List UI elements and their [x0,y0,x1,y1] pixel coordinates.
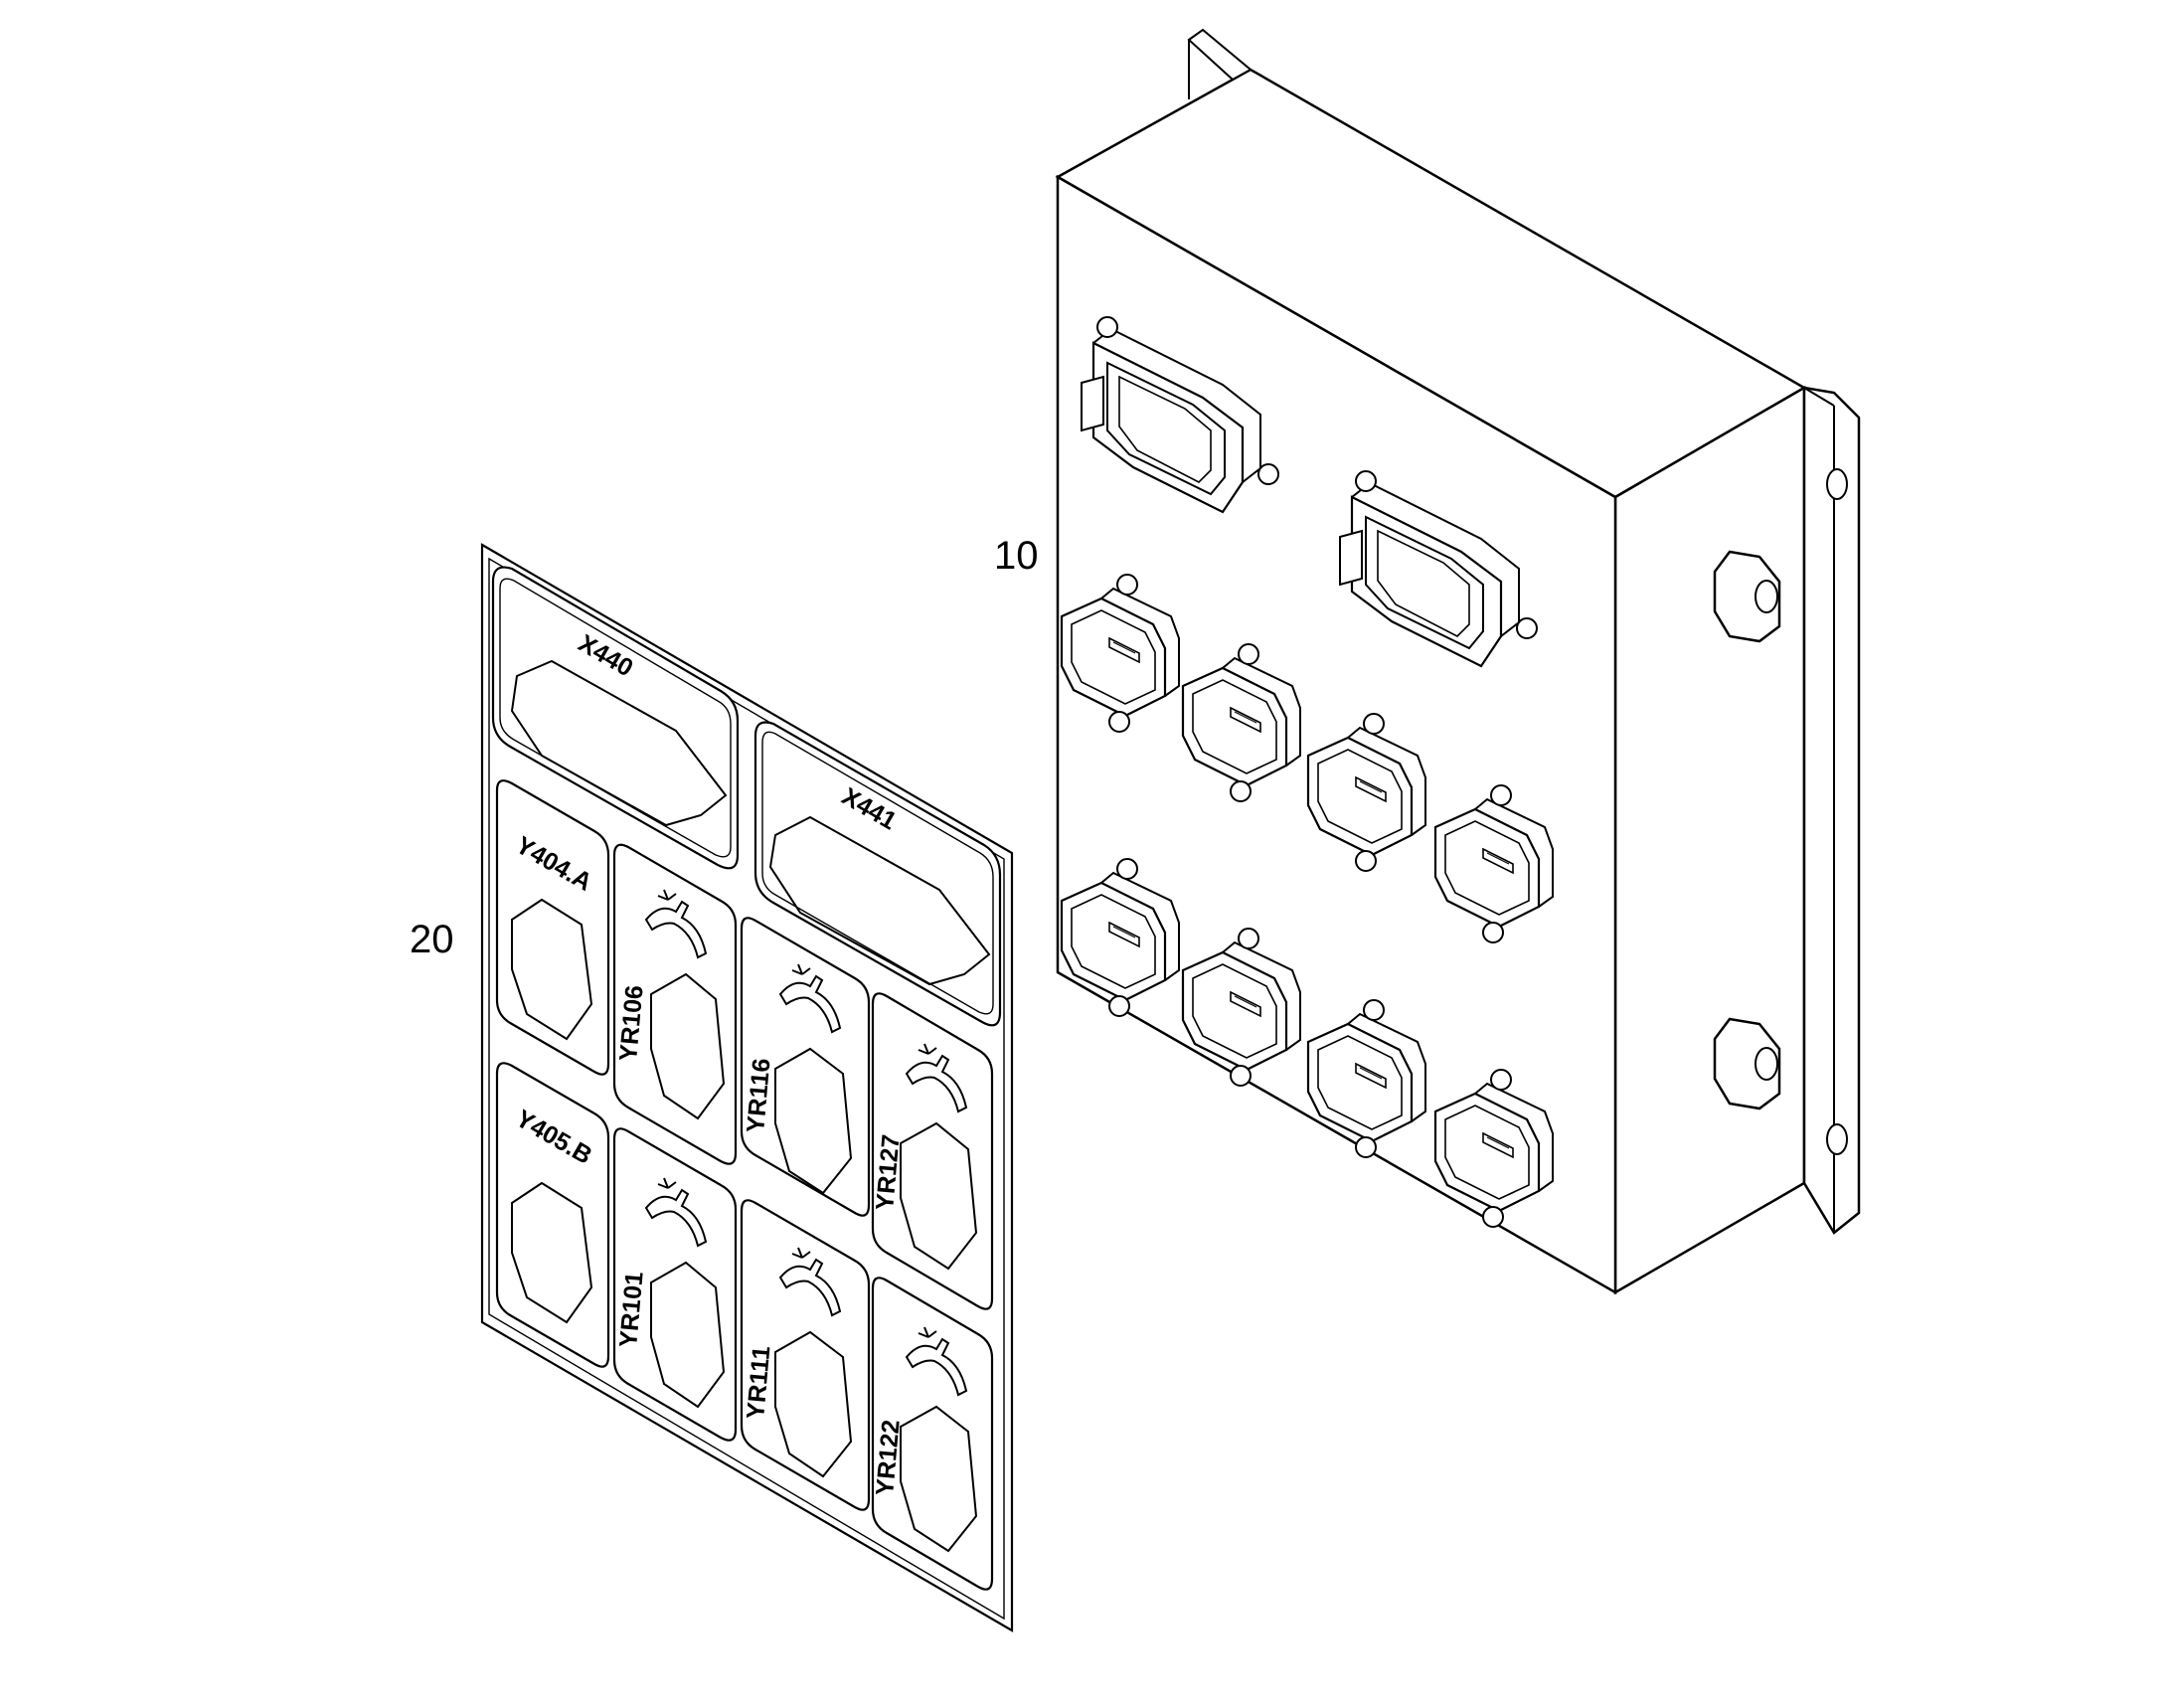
callout-20: 20 [410,918,454,961]
label-yr111: YR111 [742,1345,775,1421]
enclosure-box [1055,28,1861,1295]
label-yr127: YR127 [871,1133,906,1212]
label-yr101: YR101 [614,1271,649,1349]
callout-10: 10 [994,534,1039,578]
label-yr106: YR106 [614,984,649,1063]
label-yr122: YR122 [871,1419,906,1497]
decal-tile-x440: X440 [491,566,740,870]
decal-row-2: Y405.B YR101 YR111 YR122 [495,1062,994,1591]
hex-nut-icon [1713,1017,1781,1110]
decal-row-1: Y404.A YR106 YR116 YR127 [495,779,994,1310]
label-yr116: YR116 [742,1057,775,1133]
decal-panel: X440 X441 Y404.A YR106 [480,543,1014,1632]
decal-tile-x441: X441 [753,721,1002,1027]
hex-nut-icon [1713,550,1781,643]
